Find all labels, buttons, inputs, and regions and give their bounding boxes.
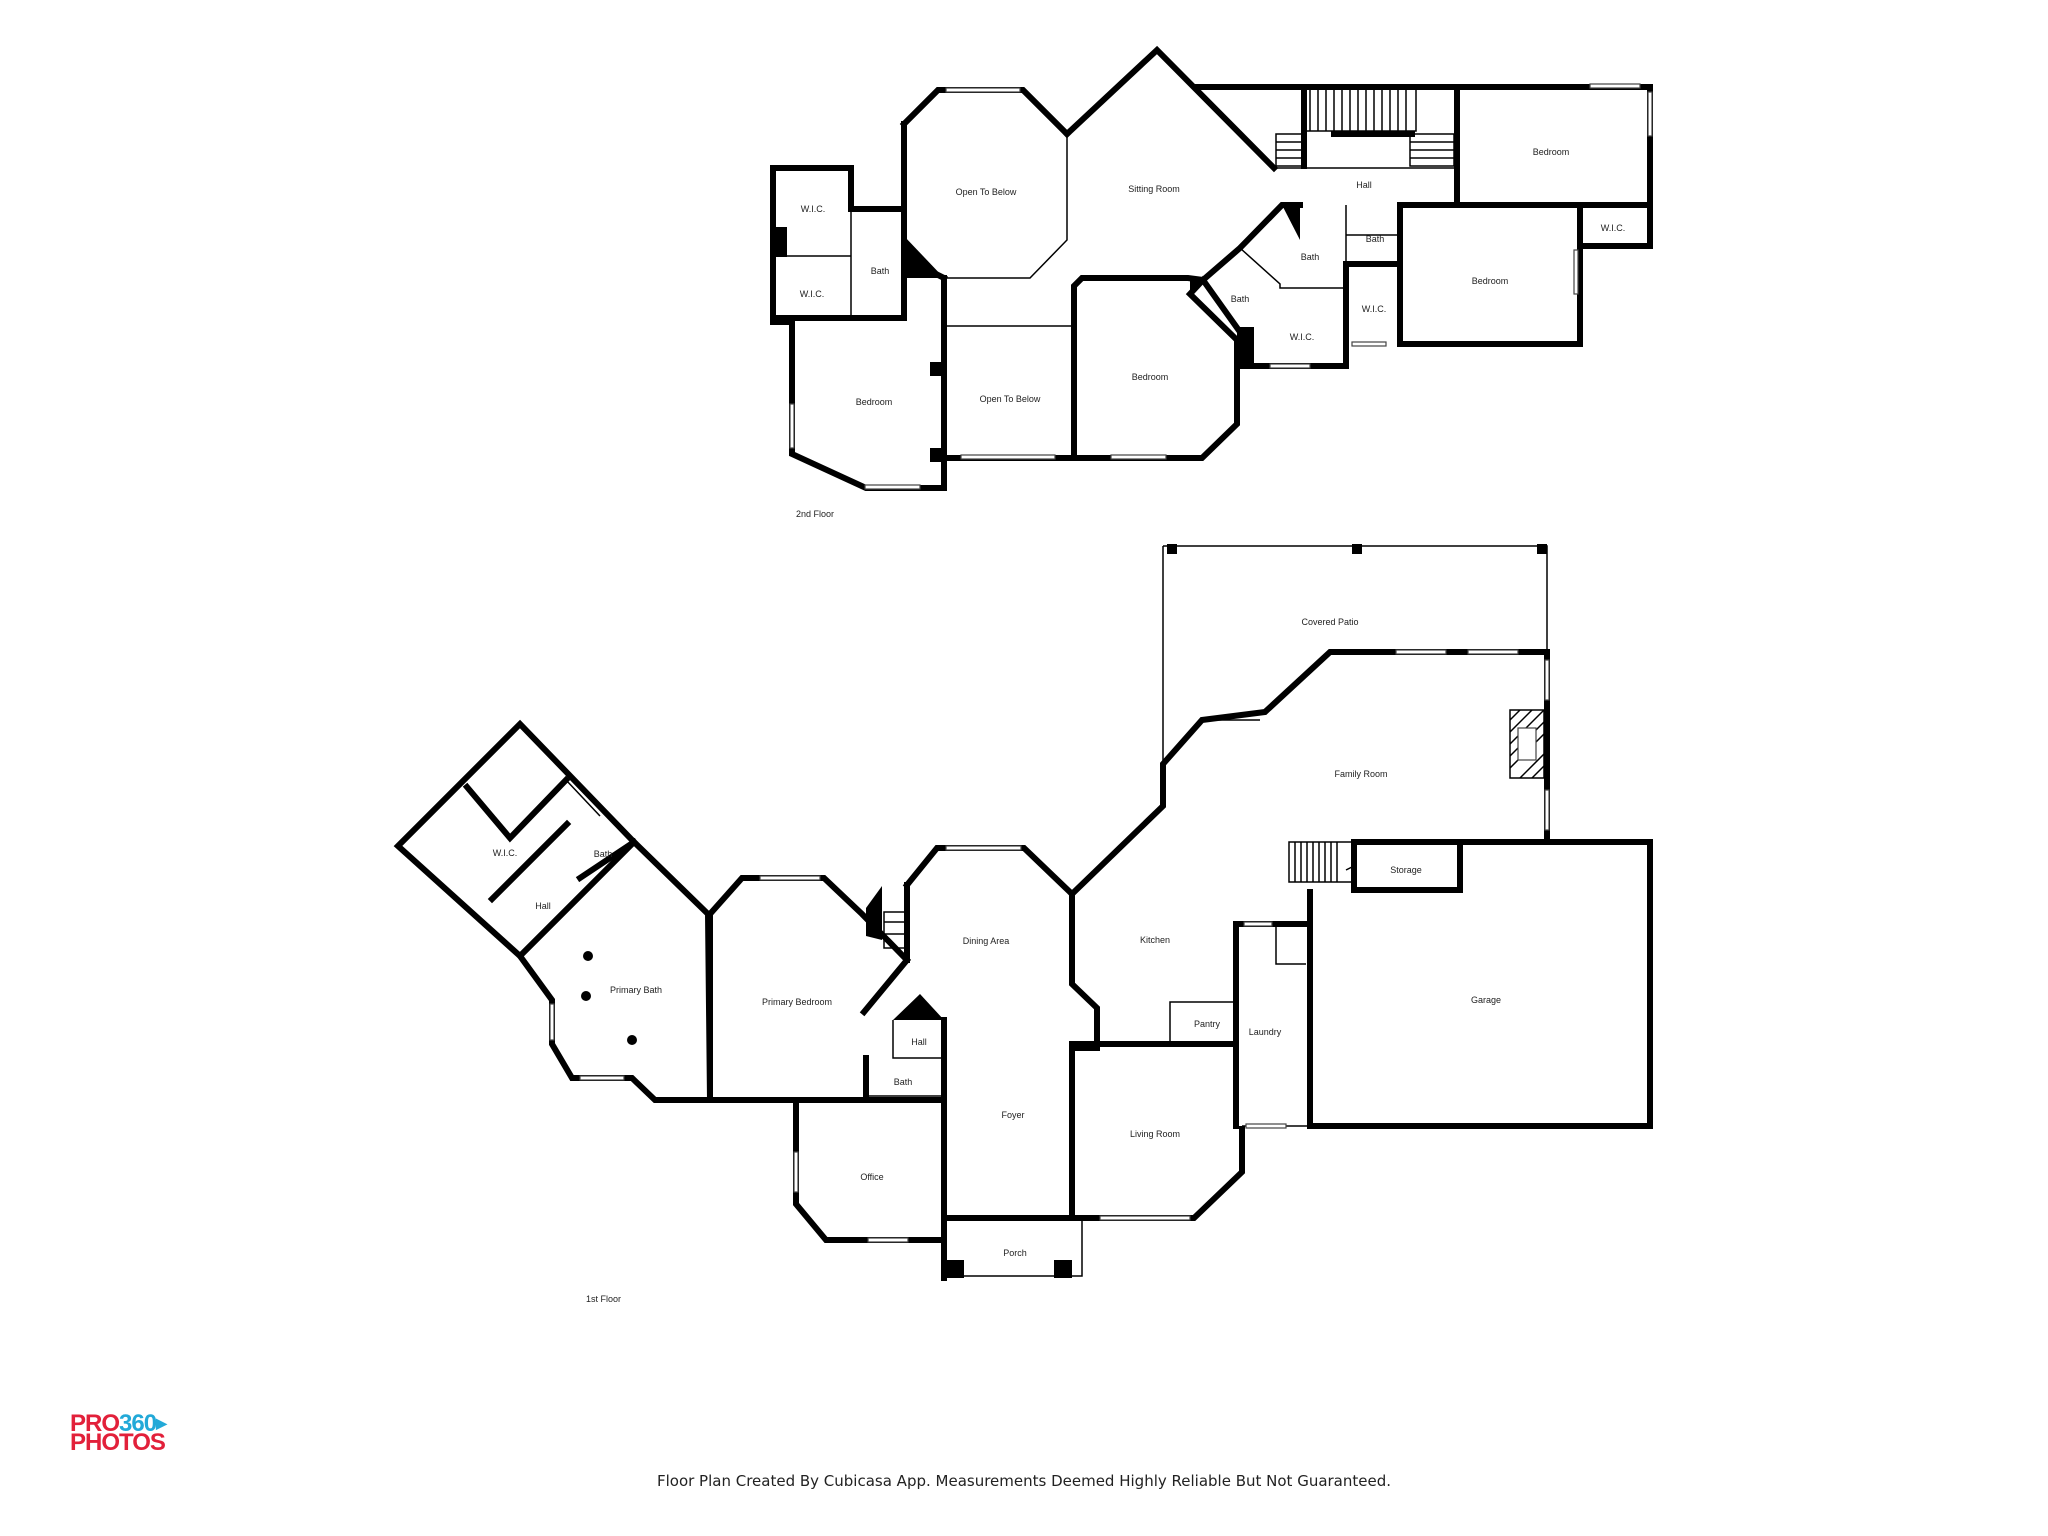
room-label: Hall <box>535 901 551 911</box>
room-label: Bath <box>594 849 613 859</box>
room-label: Bath <box>1366 234 1385 244</box>
room-label: Primary Bath <box>610 985 662 995</box>
room-label: Bath <box>894 1077 913 1087</box>
room-label: Laundry <box>1249 1027 1282 1037</box>
room-label: Office <box>860 1172 883 1182</box>
room-label: Bedroom <box>1132 372 1169 382</box>
room-label: Bedroom <box>856 397 893 407</box>
disclaimer-footer: Floor Plan Created By Cubicasa App. Meas… <box>656 1472 1392 1490</box>
room-label: W.I.C. <box>1601 223 1626 233</box>
room-label: Open To Below <box>980 394 1041 404</box>
room-label: Primary Bedroom <box>762 997 832 1007</box>
room-label: Hall <box>1356 180 1372 190</box>
room-label: Bath <box>1301 252 1320 262</box>
room-label: Bedroom <box>1533 147 1570 157</box>
room-label: W.I.C. <box>800 289 825 299</box>
floor-label: 1st Floor <box>586 1294 621 1304</box>
room-label: Storage <box>1390 865 1422 875</box>
second-floor-plan <box>770 45 1653 491</box>
first-floor-plan <box>393 544 1653 1281</box>
room-label: Living Room <box>1130 1129 1180 1139</box>
room-label: Family Room <box>1334 769 1387 779</box>
room-label: Open To Below <box>956 187 1017 197</box>
play-icon: ▶ <box>156 1415 167 1431</box>
logo-line-1: PRO360▶ <box>70 1410 167 1437</box>
room-label: W.I.C. <box>801 204 826 214</box>
room-label: W.I.C. <box>1290 332 1315 342</box>
room-label: Hall <box>911 1037 927 1047</box>
room-label: Sitting Room <box>1128 184 1180 194</box>
room-label: Porch <box>1003 1248 1027 1258</box>
floor-labels: 2nd Floor 1st Floor <box>586 509 834 1304</box>
room-label: W.I.C. <box>1362 304 1387 314</box>
room-label: Dining Area <box>963 936 1010 946</box>
room-labels: W.I.C. W.I.C. Bath Open To Below Sitting… <box>493 147 1626 1258</box>
floor-label: 2nd Floor <box>796 509 834 519</box>
room-label: Covered Patio <box>1301 617 1358 627</box>
room-label: W.I.C. <box>493 848 518 858</box>
room-label: Bedroom <box>1472 276 1509 286</box>
pro360-photos-logo: PRO360▶ PHOTOS <box>70 1410 190 1456</box>
room-label: Pantry <box>1194 1019 1221 1029</box>
room-label: Bath <box>1231 294 1250 304</box>
room-label: Bath <box>871 266 890 276</box>
room-label: Foyer <box>1001 1110 1024 1120</box>
room-label: Kitchen <box>1140 935 1170 945</box>
logo-line-2: PHOTOS <box>70 1429 166 1456</box>
room-label: Garage <box>1471 995 1501 1005</box>
